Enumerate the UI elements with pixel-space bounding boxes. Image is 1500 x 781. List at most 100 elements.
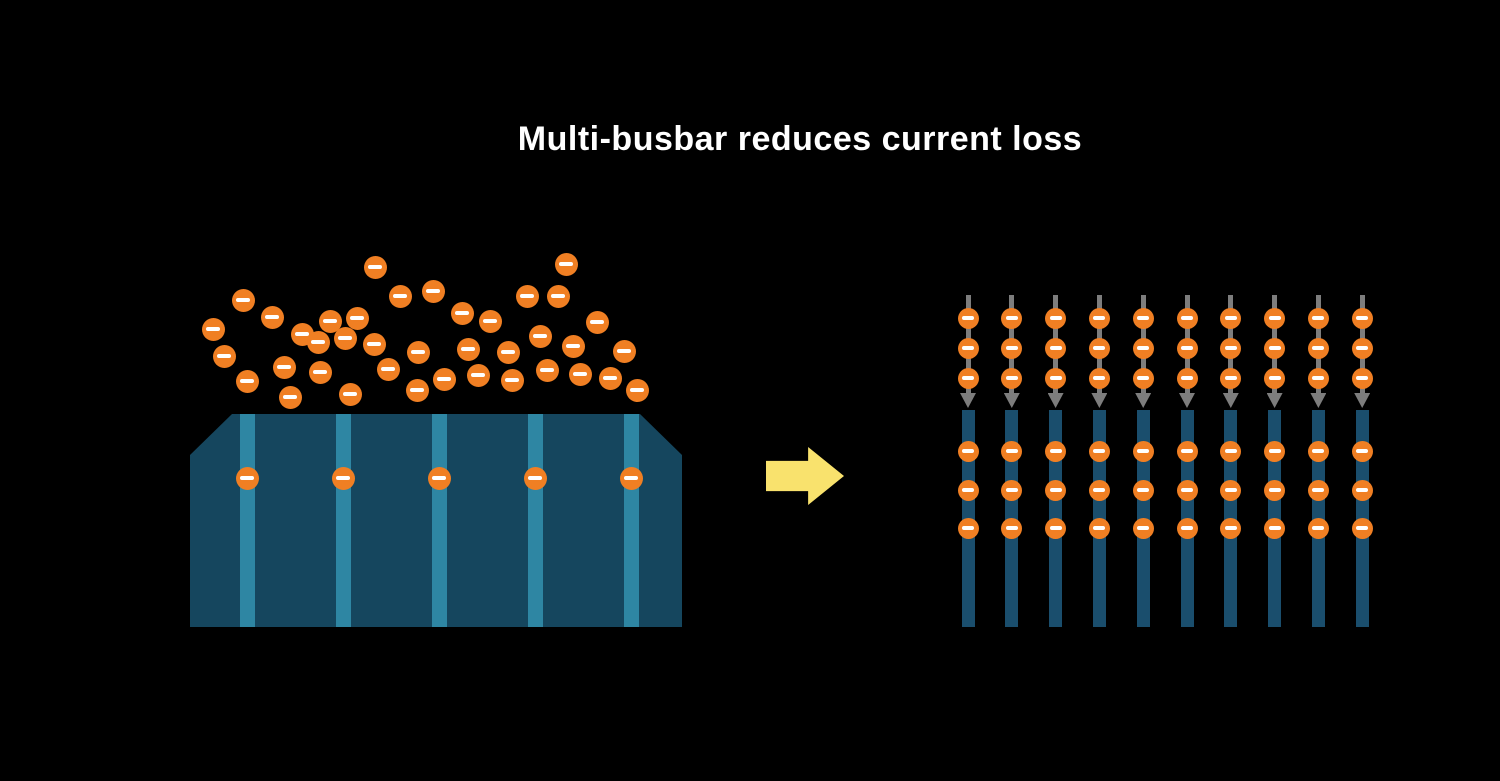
electron-icon: [528, 324, 552, 348]
electron-icon: [331, 466, 355, 490]
electron-icon: [1132, 307, 1154, 329]
diagram-title: Multi-busbar reduces current loss: [517, 120, 1083, 158]
electron-icon: [500, 368, 524, 392]
electron-icon: [363, 255, 387, 279]
electron-icon: [1307, 479, 1329, 501]
electron-icon: [1045, 337, 1067, 359]
electron-icon: [1045, 367, 1067, 389]
electron-icon: [345, 306, 369, 330]
electron-icon: [1220, 479, 1242, 501]
electron-icon: [1351, 517, 1373, 539]
electron-icon: [1132, 440, 1154, 462]
electron-icon: [1351, 367, 1373, 389]
electron-icon: [1351, 479, 1373, 501]
electron-icon: [1176, 367, 1198, 389]
electron-icon: [523, 466, 547, 490]
electron-icon: [1176, 307, 1198, 329]
electron-icon: [1307, 337, 1329, 359]
electron-icon: [466, 363, 490, 387]
electron-icon: [554, 252, 578, 276]
electron-icon: [561, 334, 585, 358]
electron-icon: [568, 362, 592, 386]
electron-icon: [456, 337, 480, 361]
electron-icon: [362, 332, 386, 356]
electron-icon: [1088, 307, 1110, 329]
electron-icon: [272, 355, 296, 379]
electron-icon: [1045, 517, 1067, 539]
electron-icon: [1307, 517, 1329, 539]
electron-icon: [1001, 337, 1023, 359]
flow-arrow-head-icon: [1091, 393, 1108, 408]
electron-icon: [333, 326, 357, 350]
electron-icon: [957, 367, 979, 389]
electron-icon: [1307, 367, 1329, 389]
electron-icon: [1088, 337, 1110, 359]
electron-icon: [1351, 337, 1373, 359]
electron-icon: [1307, 307, 1329, 329]
electron-icon: [1264, 479, 1286, 501]
flow-arrow-head-icon: [1047, 393, 1064, 408]
electron-icon: [546, 284, 570, 308]
electron-icon: [1220, 440, 1242, 462]
electron-icon: [598, 366, 622, 390]
flow-arrow-head-icon: [1266, 393, 1283, 408]
electron-icon: [496, 340, 520, 364]
electron-icon: [957, 440, 979, 462]
electron-icon: [612, 339, 636, 363]
flow-arrow-head-icon: [1179, 393, 1195, 408]
electron-icon: [1351, 440, 1373, 462]
electron-icon: [957, 307, 979, 329]
electron-icon: [235, 466, 259, 490]
electron-icon: [318, 309, 342, 333]
flow-arrow-head-icon: [1310, 393, 1327, 408]
electron-icon: [625, 378, 649, 402]
electron-icon: [1132, 337, 1154, 359]
electron-icon: [1264, 307, 1286, 329]
electron-icon: [1045, 307, 1067, 329]
electron-icon: [405, 378, 429, 402]
electron-icon: [421, 279, 445, 303]
electron-icon: [427, 466, 451, 490]
electron-icon: [406, 340, 430, 364]
electron-icon: [478, 309, 502, 333]
electron-icon: [1088, 440, 1110, 462]
electron-icon: [1176, 517, 1198, 539]
electron-icon: [1001, 307, 1023, 329]
electron-icon: [306, 330, 330, 354]
electron-icon: [376, 357, 400, 381]
electron-icon: [515, 284, 539, 308]
electron-icon: [1001, 479, 1023, 501]
electron-icon: [1220, 307, 1242, 329]
electron-icon: [957, 479, 979, 501]
electron-icon: [1132, 367, 1154, 389]
electron-icon: [1176, 479, 1198, 501]
electron-icon: [1220, 367, 1242, 389]
electron-icon: [388, 284, 412, 308]
electron-icon: [450, 301, 474, 325]
electron-icon: [1045, 440, 1067, 462]
electron-icon: [1264, 367, 1286, 389]
electron-icon: [1220, 337, 1242, 359]
electron-icon: [585, 310, 609, 334]
electron-icon: [212, 344, 236, 368]
electron-icon: [1307, 440, 1329, 462]
electron-icon: [260, 305, 284, 329]
electron-icon: [308, 360, 332, 384]
electron-icon: [1351, 307, 1373, 329]
electron-icon: [1264, 337, 1286, 359]
electron-icon: [1001, 440, 1023, 462]
electron-icon: [619, 466, 643, 490]
flow-arrow-head-icon: [1003, 393, 1020, 408]
electron-icon: [432, 367, 456, 391]
flow-arrow-head-icon: [1222, 393, 1239, 408]
flow-arrow-head-icon: [1354, 393, 1371, 408]
electron-icon: [1176, 440, 1198, 462]
electron-icon: [1264, 440, 1286, 462]
electron-icon: [1001, 517, 1023, 539]
electron-icon: [1220, 517, 1242, 539]
electron-icon: [957, 337, 979, 359]
electron-icon: [201, 317, 225, 341]
